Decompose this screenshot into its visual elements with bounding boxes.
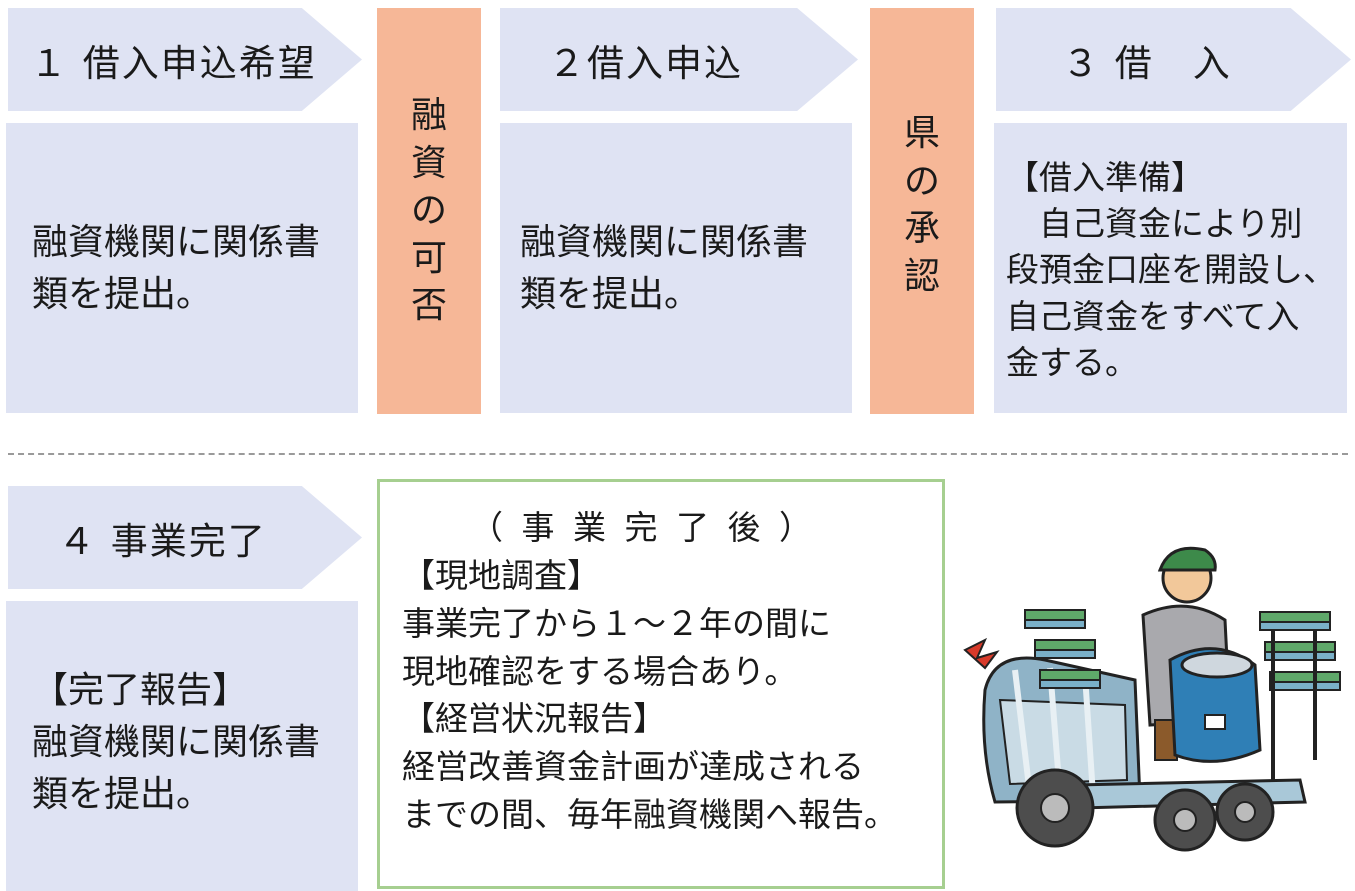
loan-approval-char: 融 (410, 95, 447, 137)
step1-box: 融資機関に関係書 類を提出。 (6, 123, 358, 413)
step4-arrow: ４ 事業完了 (8, 486, 362, 589)
after-completion-heading: （ 事 業 完 了 後 ） (470, 508, 816, 547)
after-line-4: 【経営状況報告】 (402, 699, 666, 739)
prefecture-approval-char: 承 (903, 208, 940, 250)
loan-approval-bar: 融 資 の 可 否 (377, 8, 481, 414)
step4-line-1: 【完了報告】 (32, 670, 249, 711)
prefecture-approval-bar: 県 の 承 認 (870, 8, 974, 414)
after-line-6: までの間、毎年融資機関へ報告。 (402, 795, 897, 835)
step1-line-1: 融資機関に関係書 (32, 222, 321, 263)
step3-line-1: 【借入準備】 (1006, 158, 1204, 197)
farmer-transplanter-illustration (963, 546, 1341, 852)
step4-box: 【完了報告】 融資機関に関係書 類を提出。 (6, 601, 358, 891)
step1-line-2: 類を提出。 (32, 274, 213, 316)
step3-line-5: 金する。 (1006, 342, 1138, 382)
divider (8, 453, 1348, 455)
step1-arrow: １ 借入申込希望 (8, 8, 362, 111)
loan-approval-char: 否 (410, 285, 447, 327)
step3-box: 【借入準備】 自己資金により別 段預金口座を開設し、 自己資金をすべて入 金する… (994, 123, 1347, 413)
step3-line-2: 自己資金により別 (1006, 204, 1303, 244)
after-line-3: 現地確認をする場合あり。 (402, 651, 798, 691)
step1-title: １ 借入申込希望 (30, 41, 317, 85)
step3-line-4: 自己資金をすべて入 (1006, 296, 1300, 336)
prefecture-approval-char: 認 (903, 255, 940, 297)
step3-arrow: ３ 借 入 (996, 8, 1351, 111)
after-line-1: 【現地調査】 (402, 555, 600, 595)
step2-title: ２借入申込 (548, 41, 743, 85)
prefecture-approval-char: 県 (903, 113, 940, 154)
step4-line-3: 類を提出。 (32, 774, 213, 816)
step2-arrow: ２借入申込 (500, 8, 858, 111)
loan-approval-char: の (410, 190, 447, 232)
step2-line-2: 類を提出。 (520, 274, 701, 316)
step2-box: 融資機関に関係書 類を提出。 (500, 123, 852, 413)
step3-title: ３ 借 入 (1062, 41, 1232, 85)
step3-line-3: 段預金口座を開設し、 (1006, 250, 1336, 290)
after-line-2: 事業完了から１～２年の間に (402, 603, 831, 643)
step4-title: ４ 事業完了 (58, 519, 267, 563)
step4-line-2: 融資機関に関係書 (32, 722, 321, 764)
after-completion-box: （ 事 業 完 了 後 ） 【現地調査】 事業完了から１～２年の間に 現地確認を… (377, 479, 945, 889)
loan-approval-char: 可 (410, 237, 447, 279)
prefecture-approval-char: の (903, 160, 940, 202)
after-line-5: 経営改善資金計画が達成される (402, 747, 864, 787)
step2-line-1: 融資機関に関係書 (520, 222, 809, 263)
loan-approval-char: 資 (410, 142, 447, 184)
